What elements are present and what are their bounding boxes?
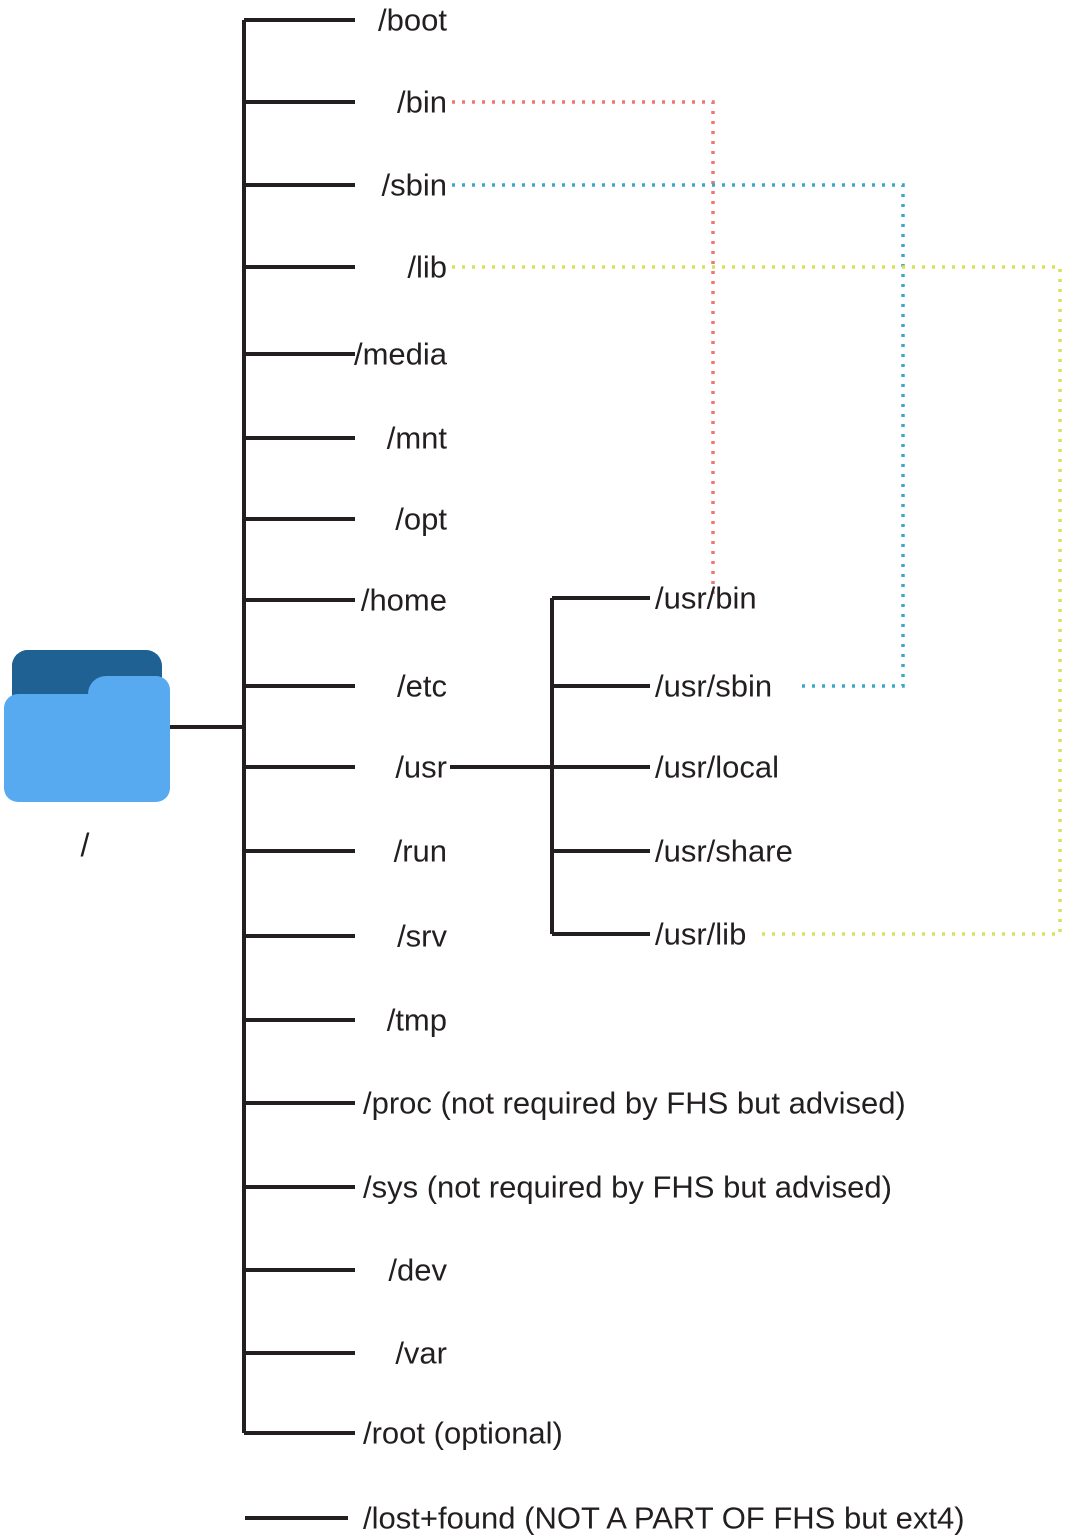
node-label-usr-lib[interactable]: /usr/lib bbox=[655, 916, 747, 952]
folder-tab-shape bbox=[12, 650, 90, 694]
node-label-opt[interactable]: /opt bbox=[395, 501, 447, 537]
node-label-usr-bin[interactable]: /usr/bin bbox=[655, 580, 757, 616]
node-label-boot[interactable]: /boot bbox=[378, 2, 447, 38]
folder-icon bbox=[4, 650, 170, 802]
node-label-usr-local[interactable]: /usr/local bbox=[655, 749, 780, 785]
node-label-home[interactable]: /home bbox=[360, 582, 447, 618]
node-label-etc[interactable]: /etc bbox=[397, 668, 447, 704]
link-lib-to-usr-lib bbox=[452, 265, 1062, 936]
node-label-tmp[interactable]: /tmp bbox=[386, 1002, 447, 1038]
node-label-media[interactable]: /media bbox=[353, 336, 447, 372]
node-label-dev[interactable]: /dev bbox=[388, 1252, 447, 1288]
node-label-bin[interactable]: /bin bbox=[397, 84, 447, 120]
node-label-usr-sbin[interactable]: /usr/sbin bbox=[655, 668, 773, 704]
node-label-sys[interactable]: /sys (not required by FHS but advised) bbox=[363, 1169, 892, 1205]
node-label-mnt[interactable]: /mnt bbox=[386, 420, 447, 456]
node-label-usr[interactable]: /usr bbox=[395, 749, 447, 785]
link-sbin-to-usr-sbin bbox=[452, 183, 905, 688]
node-label-usr-share[interactable]: /usr/share bbox=[655, 833, 793, 869]
node-label-proc[interactable]: /proc (not required by FHS but advised) bbox=[363, 1085, 906, 1121]
node-label-lib[interactable]: /lib bbox=[407, 249, 447, 285]
folder-front-top-shape bbox=[88, 676, 170, 716]
node-label-lost-found[interactable]: /lost+found (NOT A PART OF FHS but ext4) bbox=[363, 1500, 965, 1536]
root-label: / bbox=[80, 827, 90, 863]
node-label-srv[interactable]: /srv bbox=[397, 918, 447, 954]
node-label-var[interactable]: /var bbox=[395, 1335, 447, 1371]
node-label-run[interactable]: /run bbox=[393, 833, 447, 869]
node-label-root[interactable]: /root (optional) bbox=[363, 1415, 563, 1451]
node-label-sbin[interactable]: /sbin bbox=[381, 167, 447, 203]
link-bin-to-usr-bin bbox=[452, 100, 715, 598]
